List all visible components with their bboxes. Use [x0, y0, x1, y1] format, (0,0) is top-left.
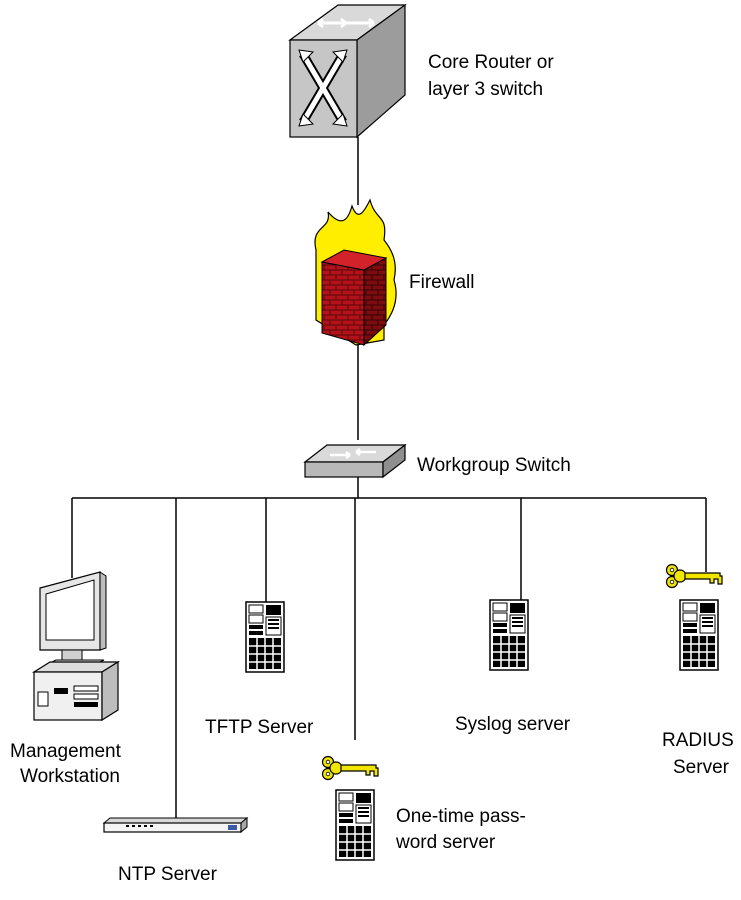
workgroup-switch[interactable]: Workgroup Switch: [303, 443, 571, 479]
otp-server[interactable]: One-time pass- word server: [321, 755, 526, 861]
ntp-label: NTP Server: [118, 864, 218, 885]
management-workstation[interactable]: Management Workstation: [10, 571, 122, 787]
network-links: [71, 137, 707, 823]
rack-server-icon: [102, 816, 249, 834]
firewall-label: Firewall: [409, 272, 474, 293]
core-router[interactable]: Core Router or layer 3 switch: [288, 3, 554, 139]
switch-label: Workgroup Switch: [417, 455, 571, 476]
otp-label-line2: word server: [395, 832, 496, 853]
syslog-label: Syslog server: [455, 714, 571, 735]
workstation-icon: [31, 571, 121, 722]
ntp-server[interactable]: NTP Server: [102, 816, 249, 885]
tower-server-icon: [335, 789, 375, 861]
firewall[interactable]: Firewall: [314, 198, 474, 347]
tower-server-icon: [489, 599, 529, 671]
tftp-server[interactable]: TFTP Server: [205, 601, 314, 738]
radius-label-line2: Server: [673, 757, 730, 778]
router-label-line1: Core Router or: [428, 52, 554, 73]
tower-server-icon: [679, 599, 719, 671]
otp-label-line1: One-time pass-: [396, 806, 526, 827]
radius-server[interactable]: RADIUS Server: [662, 563, 734, 779]
router-label-line2: layer 3 switch: [428, 79, 543, 100]
tftp-label: TFTP Server: [205, 717, 314, 738]
key-icon: [665, 563, 723, 589]
workstation-label-line2: Workstation: [20, 766, 120, 787]
tower-server-icon: [245, 601, 285, 673]
key-icon: [321, 755, 379, 781]
syslog-server[interactable]: Syslog server: [455, 599, 571, 735]
workstation-label-line1: Management: [10, 741, 122, 762]
radius-label-line1: RADIUS: [662, 730, 734, 751]
switch-icon: [303, 443, 407, 479]
router-icon: [288, 3, 407, 139]
firewall-icon: [314, 198, 397, 347]
